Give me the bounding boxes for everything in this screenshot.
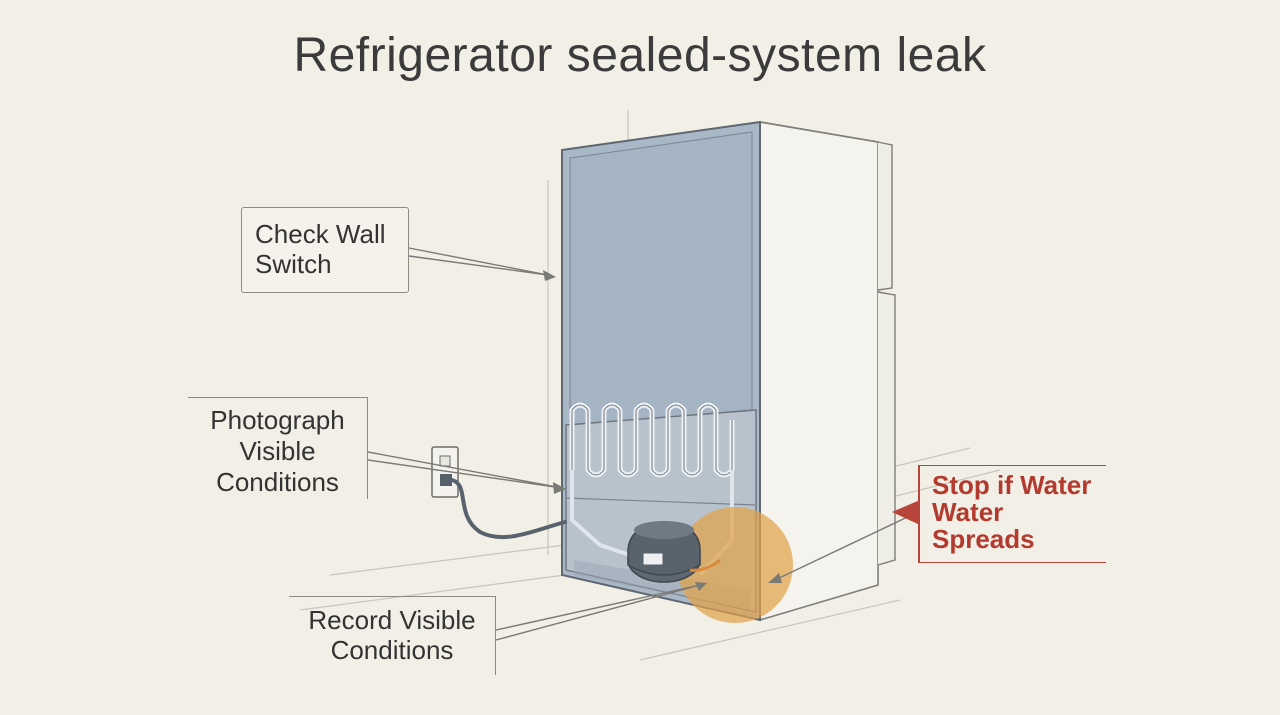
warning-pointer [768, 500, 920, 583]
condenser-coil-outline [571, 404, 733, 476]
callout-line: Spreads [932, 524, 1035, 554]
callout-photograph-visible-conditions: Photograph Visible Conditions [188, 397, 368, 499]
callout-line: Record Visible [308, 605, 476, 635]
callout-stop-if-water-spreads: Stop if Water Water Spreads [918, 465, 1106, 563]
callout-line: Visible [239, 436, 316, 466]
callout-line: Water [932, 497, 1004, 527]
callout-line: Check Wall [255, 219, 386, 249]
wall-outlet [431, 446, 459, 498]
callout-line: Conditions [330, 635, 454, 665]
callout-check-wall-switch: Check Wall Switch [241, 207, 409, 293]
callout-line: Conditions [216, 467, 339, 497]
callout-line: Switch [255, 249, 332, 279]
callout-record-visible-conditions: Record Visible Conditions [289, 596, 496, 675]
callout-line: Photograph [210, 405, 345, 435]
page-title: Refrigerator sealed-system leak [293, 29, 987, 82]
leader-arrowheads [543, 270, 707, 591]
compressor [627, 521, 721, 583]
power-cord [450, 478, 567, 540]
callout-line: Stop if Water [932, 470, 1092, 500]
leak-highlight [677, 507, 793, 623]
leader-lines [367, 247, 701, 641]
